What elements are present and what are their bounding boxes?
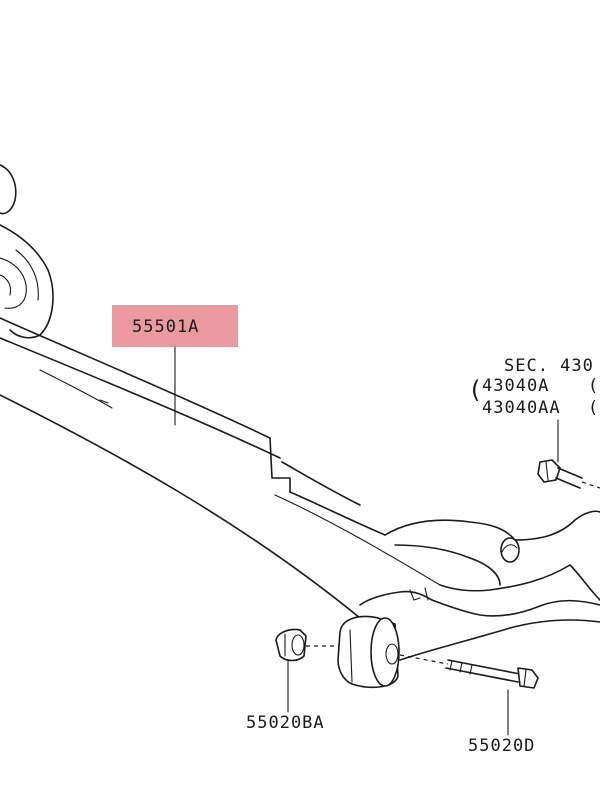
trailing-arm <box>359 510 600 661</box>
label-hub-suffix-1: ( <box>588 376 599 396</box>
label-section-ref: SEC. 430 <box>504 356 594 376</box>
bolt-part <box>399 654 539 689</box>
hub-bolt <box>537 459 600 489</box>
label-bolt[interactable]: 55020D <box>468 736 535 756</box>
label-hub-part-1[interactable]: 43040A <box>482 376 549 396</box>
left-axle-bracket <box>0 164 54 339</box>
label-hub-part-2[interactable]: 43040AA <box>482 398 561 418</box>
label-hub-suffix-2: ( <box>588 398 599 418</box>
label-bushing[interactable]: 55020BA <box>246 713 325 733</box>
label-beam-assembly[interactable]: 55501A <box>132 317 199 337</box>
leader-lines <box>174 344 559 736</box>
torsion-beam <box>0 317 441 619</box>
label-bracket-open: ( <box>468 376 483 404</box>
part-highlight <box>112 305 238 347</box>
bushing-part <box>275 628 340 662</box>
bushing-housing <box>337 615 400 689</box>
